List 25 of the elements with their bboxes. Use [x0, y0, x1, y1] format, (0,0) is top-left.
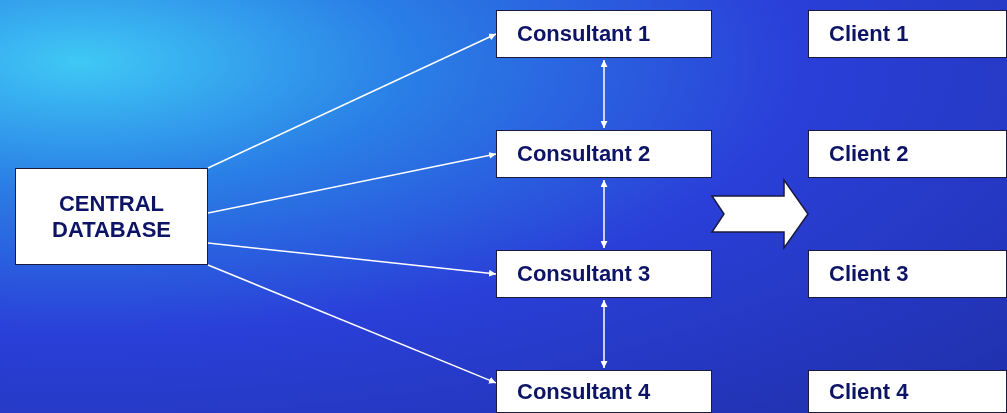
box-label: Consultant 4: [517, 378, 651, 405]
box-label: Consultant 3: [517, 261, 651, 287]
arrow: [207, 242, 497, 277]
arrow: [600, 179, 608, 249]
box-label: Client 4: [829, 378, 909, 405]
arrow: [600, 59, 608, 129]
consultant-box: [496, 10, 712, 58]
consultant-box: [496, 130, 712, 178]
client-box: [808, 250, 1007, 298]
box-label: Client 3: [829, 261, 909, 287]
arrow: [207, 264, 497, 384]
box-label: Client 1: [829, 21, 909, 47]
box-label: Consultant 2: [517, 141, 651, 167]
consultant-box: [496, 370, 712, 413]
client-box: [808, 130, 1007, 178]
client-box: [808, 10, 1007, 58]
client-box: [808, 370, 1007, 413]
arrow: [600, 299, 608, 369]
arrow: [207, 33, 497, 169]
box-label: Consultant 1: [517, 21, 651, 47]
arrow: [207, 152, 497, 214]
box-label: CENTRAL DATABASE: [51, 190, 172, 243]
database-box: [15, 168, 208, 265]
box-label: Client 2: [829, 141, 909, 167]
consultant-box: [496, 250, 712, 298]
